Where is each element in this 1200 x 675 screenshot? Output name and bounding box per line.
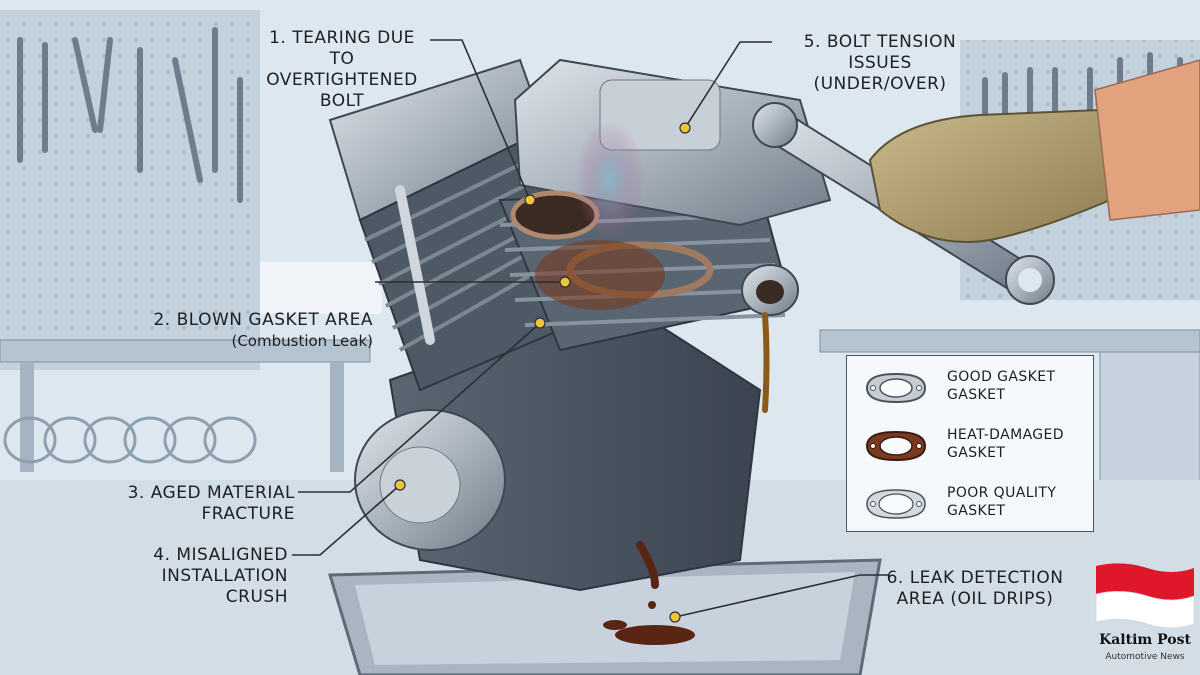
callout-misaligned-installation-crush: 4. MISALIGNED INSTALLATION CRUSH xyxy=(153,545,288,607)
callout-leak-detection-area: 6. LEAK DETECTION AREA (OIL DRIPS) xyxy=(886,568,1064,609)
marker-6 xyxy=(669,611,681,623)
callout-subtitle: (Combustion Leak) xyxy=(231,332,373,350)
legend-item-poor-quality-gasket: POOR QUALITY GASKET xyxy=(847,476,1093,530)
callout-title: 2. BLOWN GASKET AREA xyxy=(153,310,373,330)
marker-2 xyxy=(559,276,571,288)
legend-item-good-gasket: GOOD GASKET GASKET xyxy=(847,360,1093,414)
engine xyxy=(328,58,832,609)
wrench-and-hand xyxy=(752,59,1200,305)
poor-quality-gasket-icon xyxy=(866,489,926,519)
marker-5 xyxy=(679,122,691,134)
callout-bolt-tension-issues: 5. BOLT TENSION ISSUES (UNDER/OVER) xyxy=(803,32,957,94)
callout-blown-gasket-area: 2. BLOWN GASKET AREA (Combustion Leak) xyxy=(132,262,382,373)
brand-tagline: Automotive News xyxy=(1105,652,1185,662)
callout-panel xyxy=(132,262,382,314)
legend-item-heat-damaged-gasket: HEAT-DAMAGED GASKET xyxy=(847,418,1093,472)
legend-label: POOR QUALITY GASKET xyxy=(947,485,1057,519)
callout-aged-material-fracture: 3. AGED MATERIAL FRACTURE xyxy=(127,483,295,524)
callout-markers xyxy=(394,122,691,623)
brand-name: Kaltim Post xyxy=(1099,632,1191,648)
brand-logo: Kaltim Post Automotive News xyxy=(1092,560,1198,670)
leader-lines xyxy=(292,39,888,618)
legend-label: HEAT-DAMAGED GASKET xyxy=(947,427,1064,461)
marker-3 xyxy=(534,317,546,329)
indonesia-flag-icon xyxy=(1095,563,1195,629)
callout-tearing-overtightened-bolt: 1. TEARING DUE TO OVERTIGHTENED BOLT xyxy=(266,28,418,111)
good-gasket-icon xyxy=(865,372,927,404)
legend-label: GOOD GASKET GASKET xyxy=(947,369,1056,403)
gasket-legend: GOOD GASKET GASKET HEAT-DAMAGED GASKET P… xyxy=(846,355,1094,532)
marker-4 xyxy=(394,479,406,491)
marker-1 xyxy=(524,194,536,206)
drip-tray xyxy=(328,558,882,675)
heat-damaged-gasket-icon xyxy=(865,430,927,462)
